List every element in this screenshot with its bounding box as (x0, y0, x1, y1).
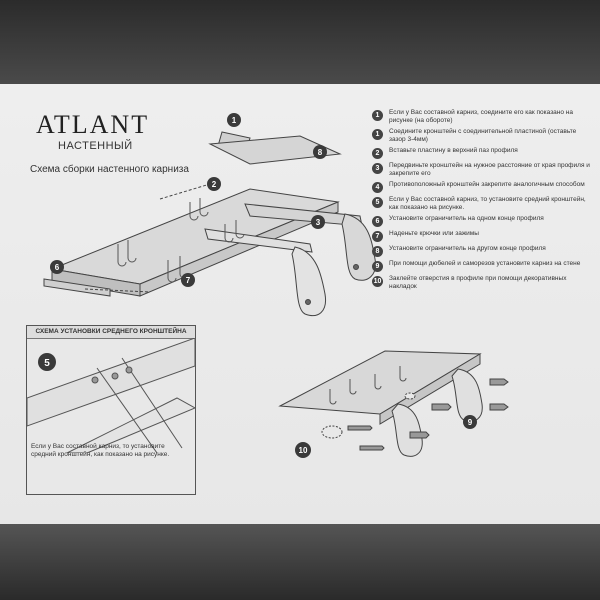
middle-bracket-inset: СХЕМА УСТАНОВКИ СРЕДНЕГО КРОНШТЕЙНА 5 Ес… (26, 325, 196, 495)
wall-hooks (329, 366, 407, 405)
step-item: 3 Передвиньте кронштейн на нужное расстоя… (372, 162, 592, 178)
inset-diagram: 5 (27, 338, 195, 453)
step-text: При помощи дюбелей и саморезов установит… (389, 260, 581, 267)
step-number-badge: 8 (372, 246, 383, 257)
callout-3: 3 (311, 215, 325, 229)
step-number-badge: 2 (372, 148, 383, 159)
svg-text:3: 3 (316, 218, 321, 227)
svg-text:2: 2 (212, 180, 217, 189)
step-number-badge: 1 (372, 110, 383, 121)
callout-9: 9 (463, 415, 477, 429)
rail-front (51, 268, 141, 297)
assembly-diagram: 1 2 3 6 7 8 9 10 (43, 113, 509, 458)
background-top (0, 0, 600, 84)
step-number-badge: 7 (372, 231, 383, 242)
svg-text:1: 1 (232, 116, 237, 125)
step-number-badge: 4 (372, 182, 383, 193)
brand-subtitle: НАСТЕННЫЙ (58, 140, 133, 152)
inset-note: Если у Вас составной карниз, то установи… (31, 443, 170, 458)
callout-10: 10 (295, 442, 311, 458)
decorative-cap (321, 425, 343, 439)
instruction-sheet: ATLANT НАСТЕННЫЙ Схема сборки настенного… (0, 84, 600, 524)
step-number-badge: 9 (372, 261, 383, 272)
callout-2: 2 (207, 177, 221, 191)
step-item: 8 Установите ограничитель на другом конце… (372, 245, 592, 257)
step-text: Если у Вас составной карниз, соедините е… (389, 109, 574, 124)
step-text: Противоположный кронштейн закрепите анал… (389, 181, 585, 188)
step-text: Установите ограничитель на одном конце п… (389, 215, 544, 222)
inset-title: СХЕМА УСТАНОВКИ СРЕДНЕГО КРОНШТЕЙНА (27, 326, 195, 339)
step-text: Если у Вас составной карниз, то установи… (389, 196, 586, 211)
step-number-badge: 10 (372, 276, 383, 287)
callout-8: 8 (313, 145, 327, 159)
brand-logo: ATLANT (36, 110, 150, 139)
svg-text:9: 9 (468, 418, 473, 427)
step-text: Наденьте крючки или зажимы (389, 230, 479, 237)
svg-text:7: 7 (186, 276, 191, 285)
callout-1: 1 (227, 113, 241, 127)
step-text: Соедините кронштейн с соединительной пла… (389, 128, 577, 143)
step-text: Заклейте отверстия в профиле при помощи … (389, 275, 567, 290)
bracket-middle-plate (291, 246, 327, 317)
step-item: 5 Если у Вас составной карниз, то установ… (372, 196, 592, 212)
step-item: 4 Противоположный кронштейн закрепите ана… (372, 181, 592, 193)
step-number-badge: 1 (372, 129, 383, 140)
step-item: 1 Соедините кронштейн с соединительной пл… (372, 128, 592, 144)
step-item: 7 Наденьте крючки или зажимы (372, 230, 592, 242)
step-text: Передвиньте кронштейн на нужное расстоян… (389, 162, 590, 177)
instruction-steps: 1 Если у Вас составной карниз, соедините … (372, 109, 592, 294)
step-item: 6 Установите ограничитель на одном конце … (372, 215, 592, 227)
inset-badge: 5 (38, 353, 56, 371)
scheme-title: Схема сборки настенного карниза (30, 164, 189, 175)
wall-bracket-right (451, 368, 483, 422)
end-cap (43, 278, 111, 297)
background-bottom (0, 524, 600, 600)
step-item: 2 Вставьте пластину в верхний паз профиля (372, 147, 592, 159)
step-text: Вставьте пластину в верхний паз профиля (389, 147, 518, 154)
step-item: 1 Если у Вас составной карниз, соедините … (372, 109, 592, 125)
step-number-badge: 6 (372, 216, 383, 227)
callout-6: 6 (50, 260, 64, 274)
upper-profile (208, 135, 342, 165)
step-item: 9 При помощи дюбелей и саморезов установи… (372, 260, 592, 272)
step-number-badge: 3 (372, 163, 383, 174)
bracket-middle (204, 228, 313, 253)
bracket-right-plate (341, 213, 377, 281)
wall-bracket-left (391, 403, 423, 457)
svg-text:5: 5 (44, 358, 50, 369)
svg-text:8: 8 (318, 148, 323, 157)
step-item: 10 Заклейте отверстия в профиле при помощ… (372, 275, 592, 291)
svg-text:10: 10 (299, 446, 308, 455)
callout-7: 7 (181, 273, 195, 287)
svg-text:6: 6 (55, 263, 60, 272)
step-number-badge: 5 (372, 197, 383, 208)
step-text: Установите ограничитель на другом конце … (389, 245, 546, 252)
screws (347, 378, 509, 451)
